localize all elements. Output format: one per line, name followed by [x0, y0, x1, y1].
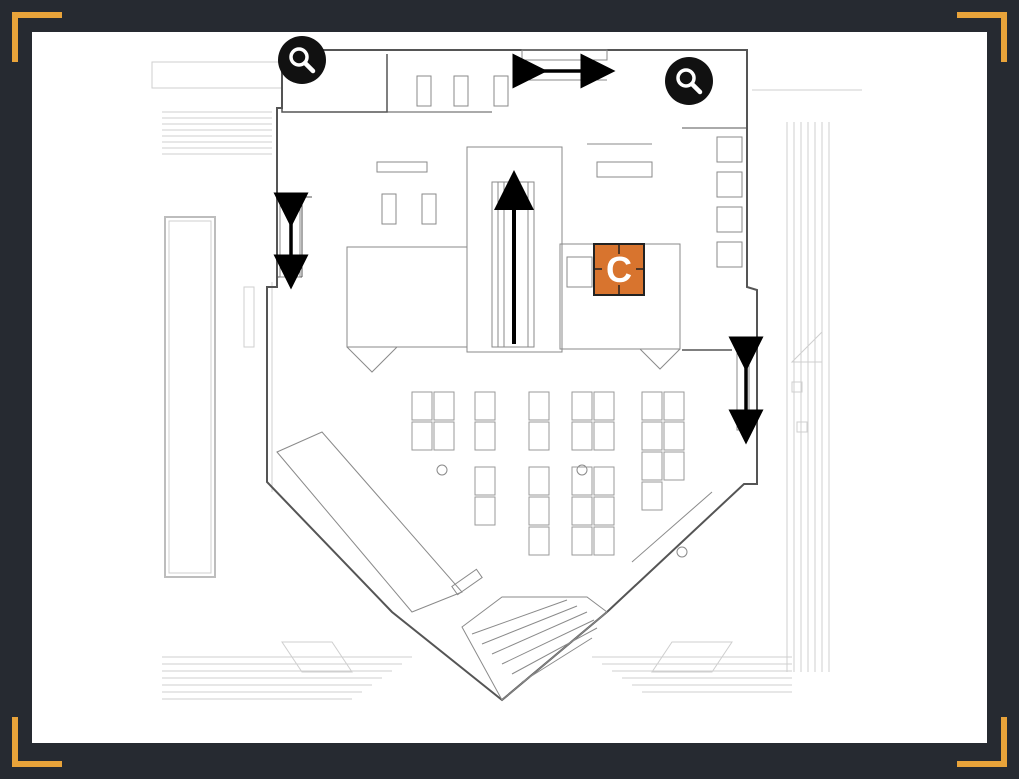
interior-fixtures [276, 49, 750, 701]
cubicles [411, 391, 685, 556]
magnifier-icon[interactable] [278, 36, 326, 84]
objective-marker[interactable]: C [593, 243, 645, 296]
frame-corner-top-left [12, 12, 62, 62]
floor-plan: C [151, 36, 862, 702]
surrounding-structures [151, 61, 862, 700]
map-panel[interactable]: C [32, 32, 987, 743]
frame-corner-bottom-right [957, 717, 1007, 767]
frame-corner-bottom-left [12, 717, 62, 767]
frame-corner-top-right [957, 12, 1007, 62]
objective-label: C [606, 249, 632, 290]
magnifier-icon[interactable] [665, 57, 713, 105]
